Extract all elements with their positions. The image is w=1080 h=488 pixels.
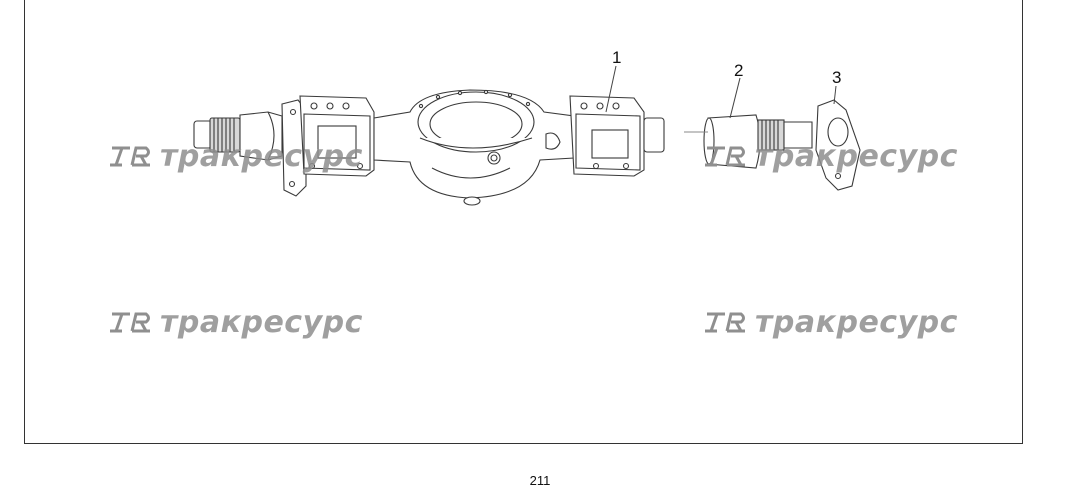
- left-flange: [281, 99, 307, 197]
- axle-housing: [373, 89, 575, 206]
- leader-line-2: [729, 77, 741, 119]
- watermark: тракресурс: [703, 138, 958, 174]
- watermark-text: тракресурс: [160, 304, 363, 340]
- right-spring-seat: [569, 95, 645, 177]
- drawing-frame: [24, 0, 1023, 444]
- page-number: 211: [529, 473, 551, 488]
- leader-line-1: [605, 65, 617, 113]
- watermark-text: тракресурс: [755, 304, 958, 340]
- right-housing-stub: [643, 117, 665, 153]
- left-spindle: [193, 111, 283, 161]
- right-spindle: [757, 119, 813, 151]
- callout-3: 3: [832, 68, 841, 87]
- trakresurs-logo-icon: [110, 312, 150, 333]
- watermark-text: тракресурс: [755, 138, 958, 174]
- watermark-text: тракресурс: [160, 138, 363, 174]
- bushing: [703, 114, 761, 169]
- trakresurs-logo-icon: [110, 146, 150, 167]
- leader-line-3: [833, 85, 837, 105]
- watermark: тракресурс: [703, 304, 958, 340]
- watermark: тракресурс: [108, 138, 363, 174]
- watermark: тракресурс: [108, 304, 363, 340]
- callout-1: 1: [612, 48, 621, 67]
- callout-2: 2: [734, 61, 743, 80]
- left-spring-seat: [299, 95, 375, 177]
- trakresurs-logo-icon: [705, 146, 745, 167]
- flange-plate: [815, 99, 861, 191]
- trakresurs-logo-icon: [705, 312, 745, 333]
